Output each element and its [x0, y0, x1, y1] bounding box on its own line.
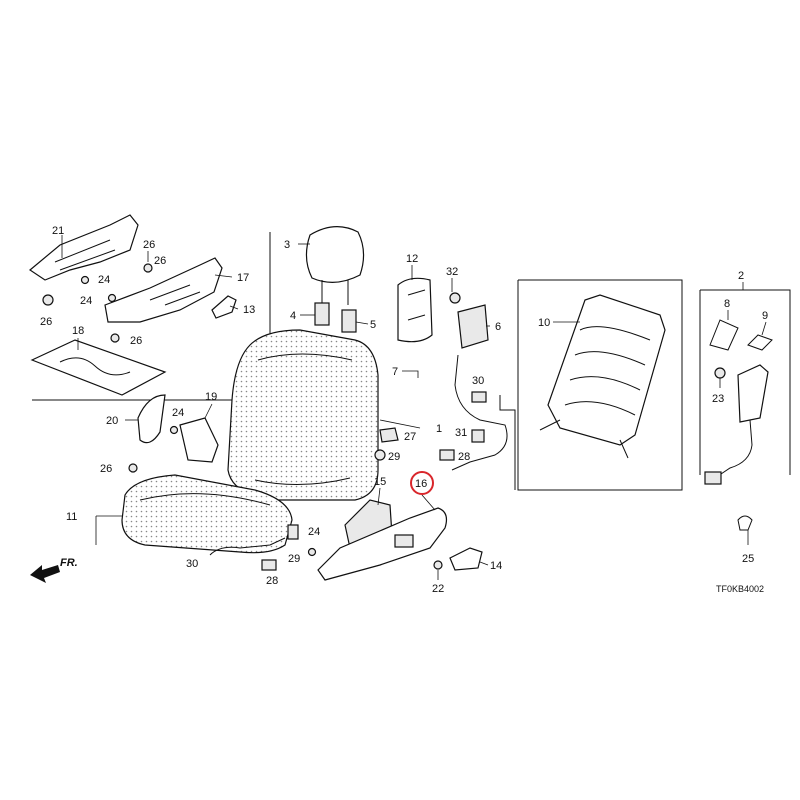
- callout-28-a: 28: [266, 575, 278, 587]
- part-10-seat-frame: [547, 294, 666, 446]
- part-8-bracket: [709, 319, 739, 351]
- part-4-guide: [314, 302, 330, 326]
- part-22-screw: [433, 560, 443, 570]
- diagram-code: TF0KB4002: [716, 584, 764, 594]
- callout-5: 5: [370, 319, 376, 331]
- front-label: FR.: [60, 557, 78, 569]
- part-1-seat-back: [227, 329, 379, 501]
- part-28-connector-b: [439, 449, 455, 461]
- part-30-clip-b: [471, 391, 487, 403]
- callout-10: 10: [538, 317, 550, 329]
- highlight-ring: [410, 471, 434, 495]
- callout-18: 18: [72, 325, 84, 337]
- part-11-seat-cushion: [121, 474, 293, 554]
- part-27-clip: [379, 427, 399, 443]
- part-26-clip-b: [143, 263, 153, 273]
- callout-26-b: 26: [154, 255, 166, 267]
- part-12-cover: [397, 277, 433, 343]
- callout-20: 20: [106, 415, 118, 427]
- callout-21: 21: [52, 225, 64, 237]
- callout-30-b: 30: [472, 375, 484, 387]
- part-14-knob: [449, 547, 483, 571]
- part-25-clip: [737, 515, 753, 531]
- part-20-bracket: [137, 394, 166, 444]
- part-29-connector-a: [287, 524, 299, 540]
- part-2-module: [737, 364, 769, 423]
- part-26-clip-c: [110, 333, 120, 343]
- callout-24-a: 24: [98, 274, 110, 286]
- part-19-latch: [179, 417, 219, 463]
- callout-26-a: 26: [143, 239, 155, 251]
- part-6-bracket: [457, 304, 489, 349]
- mid-left-parts: [128, 394, 219, 473]
- part-16-side-cover: [317, 507, 448, 581]
- part-18-sheet: [30, 339, 167, 396]
- callout-12: 12: [406, 253, 418, 265]
- highlighted-callout-16[interactable]: 16: [410, 471, 434, 495]
- callout-30-a: 30: [186, 558, 198, 570]
- callout-24-d: 24: [308, 526, 320, 538]
- callout-26-c: 26: [40, 316, 52, 328]
- part-24-clip-d: [169, 425, 179, 435]
- callout-13: 13: [243, 304, 255, 316]
- part-21-trim-cover: [28, 214, 139, 281]
- part-26-clip-a: [42, 294, 54, 306]
- callout-4: 4: [290, 310, 296, 322]
- back-side-parts: [374, 277, 508, 471]
- seat-cushion-group: [121, 474, 317, 571]
- part-28-connector-a: [261, 559, 277, 571]
- callout-17: 17: [237, 272, 249, 284]
- callout-11: 11: [66, 511, 77, 523]
- part-13-knob: [211, 295, 237, 319]
- callout-32: 32: [446, 266, 458, 278]
- part-3-headrest: [305, 226, 365, 283]
- seat-frame-group: [539, 294, 666, 459]
- callout-31: 31: [455, 427, 467, 439]
- callout-9: 9: [762, 310, 768, 322]
- part-30-wire-a: [209, 537, 286, 556]
- part-31-clip: [471, 429, 485, 443]
- callout-27: 27: [404, 431, 416, 443]
- side-panel-parts: [317, 499, 483, 581]
- part-23-nut: [714, 367, 726, 379]
- part-24-clip-b: [107, 293, 117, 303]
- callout-15: 15: [374, 476, 386, 488]
- callout-26-d: 26: [130, 335, 142, 347]
- side-trim-group: [28, 214, 237, 396]
- front-direction-arrow: FR.: [30, 557, 78, 583]
- part-7-harness: [451, 354, 508, 471]
- part-5-guide: [341, 309, 357, 333]
- callout-14: 14: [490, 560, 502, 572]
- callout-28-b: 28: [458, 451, 470, 463]
- callout-29-a: 29: [288, 553, 300, 565]
- callout-labels: 21 26 26 24 17 24 13 26 26 18 3 4 5 12 3…: [40, 225, 768, 595]
- front-arrow-icon: [30, 565, 60, 583]
- callout-29-b: 29: [388, 451, 400, 463]
- part-32-bolt: [449, 292, 461, 304]
- callout-3: 3: [284, 239, 290, 251]
- callout-8: 8: [724, 298, 730, 310]
- callout-24-c: 24: [172, 407, 184, 419]
- callout-25: 25: [742, 553, 754, 565]
- callout-22: 22: [432, 583, 444, 595]
- part-26-clip-d: [128, 463, 138, 473]
- callout-26-e: 26: [100, 463, 112, 475]
- callout-1: 1: [436, 423, 442, 435]
- part-29-clip-b: [374, 449, 386, 461]
- callout-16: 16: [415, 478, 427, 490]
- callout-19: 19: [205, 391, 217, 403]
- part-17-trim-cover: [104, 257, 223, 323]
- part-24-clip-c: [307, 547, 317, 557]
- seat-back-group: [227, 226, 379, 501]
- part-9-clip: [747, 334, 773, 351]
- part-24-clip-a: [80, 275, 90, 285]
- callout-6: 6: [495, 321, 501, 333]
- callout-2: 2: [738, 270, 744, 282]
- callout-7: 7: [392, 366, 398, 378]
- callout-23: 23: [712, 393, 724, 405]
- leader-lines: [61, 235, 767, 580]
- airbag-group: [704, 319, 773, 531]
- callout-24-b: 24: [80, 295, 92, 307]
